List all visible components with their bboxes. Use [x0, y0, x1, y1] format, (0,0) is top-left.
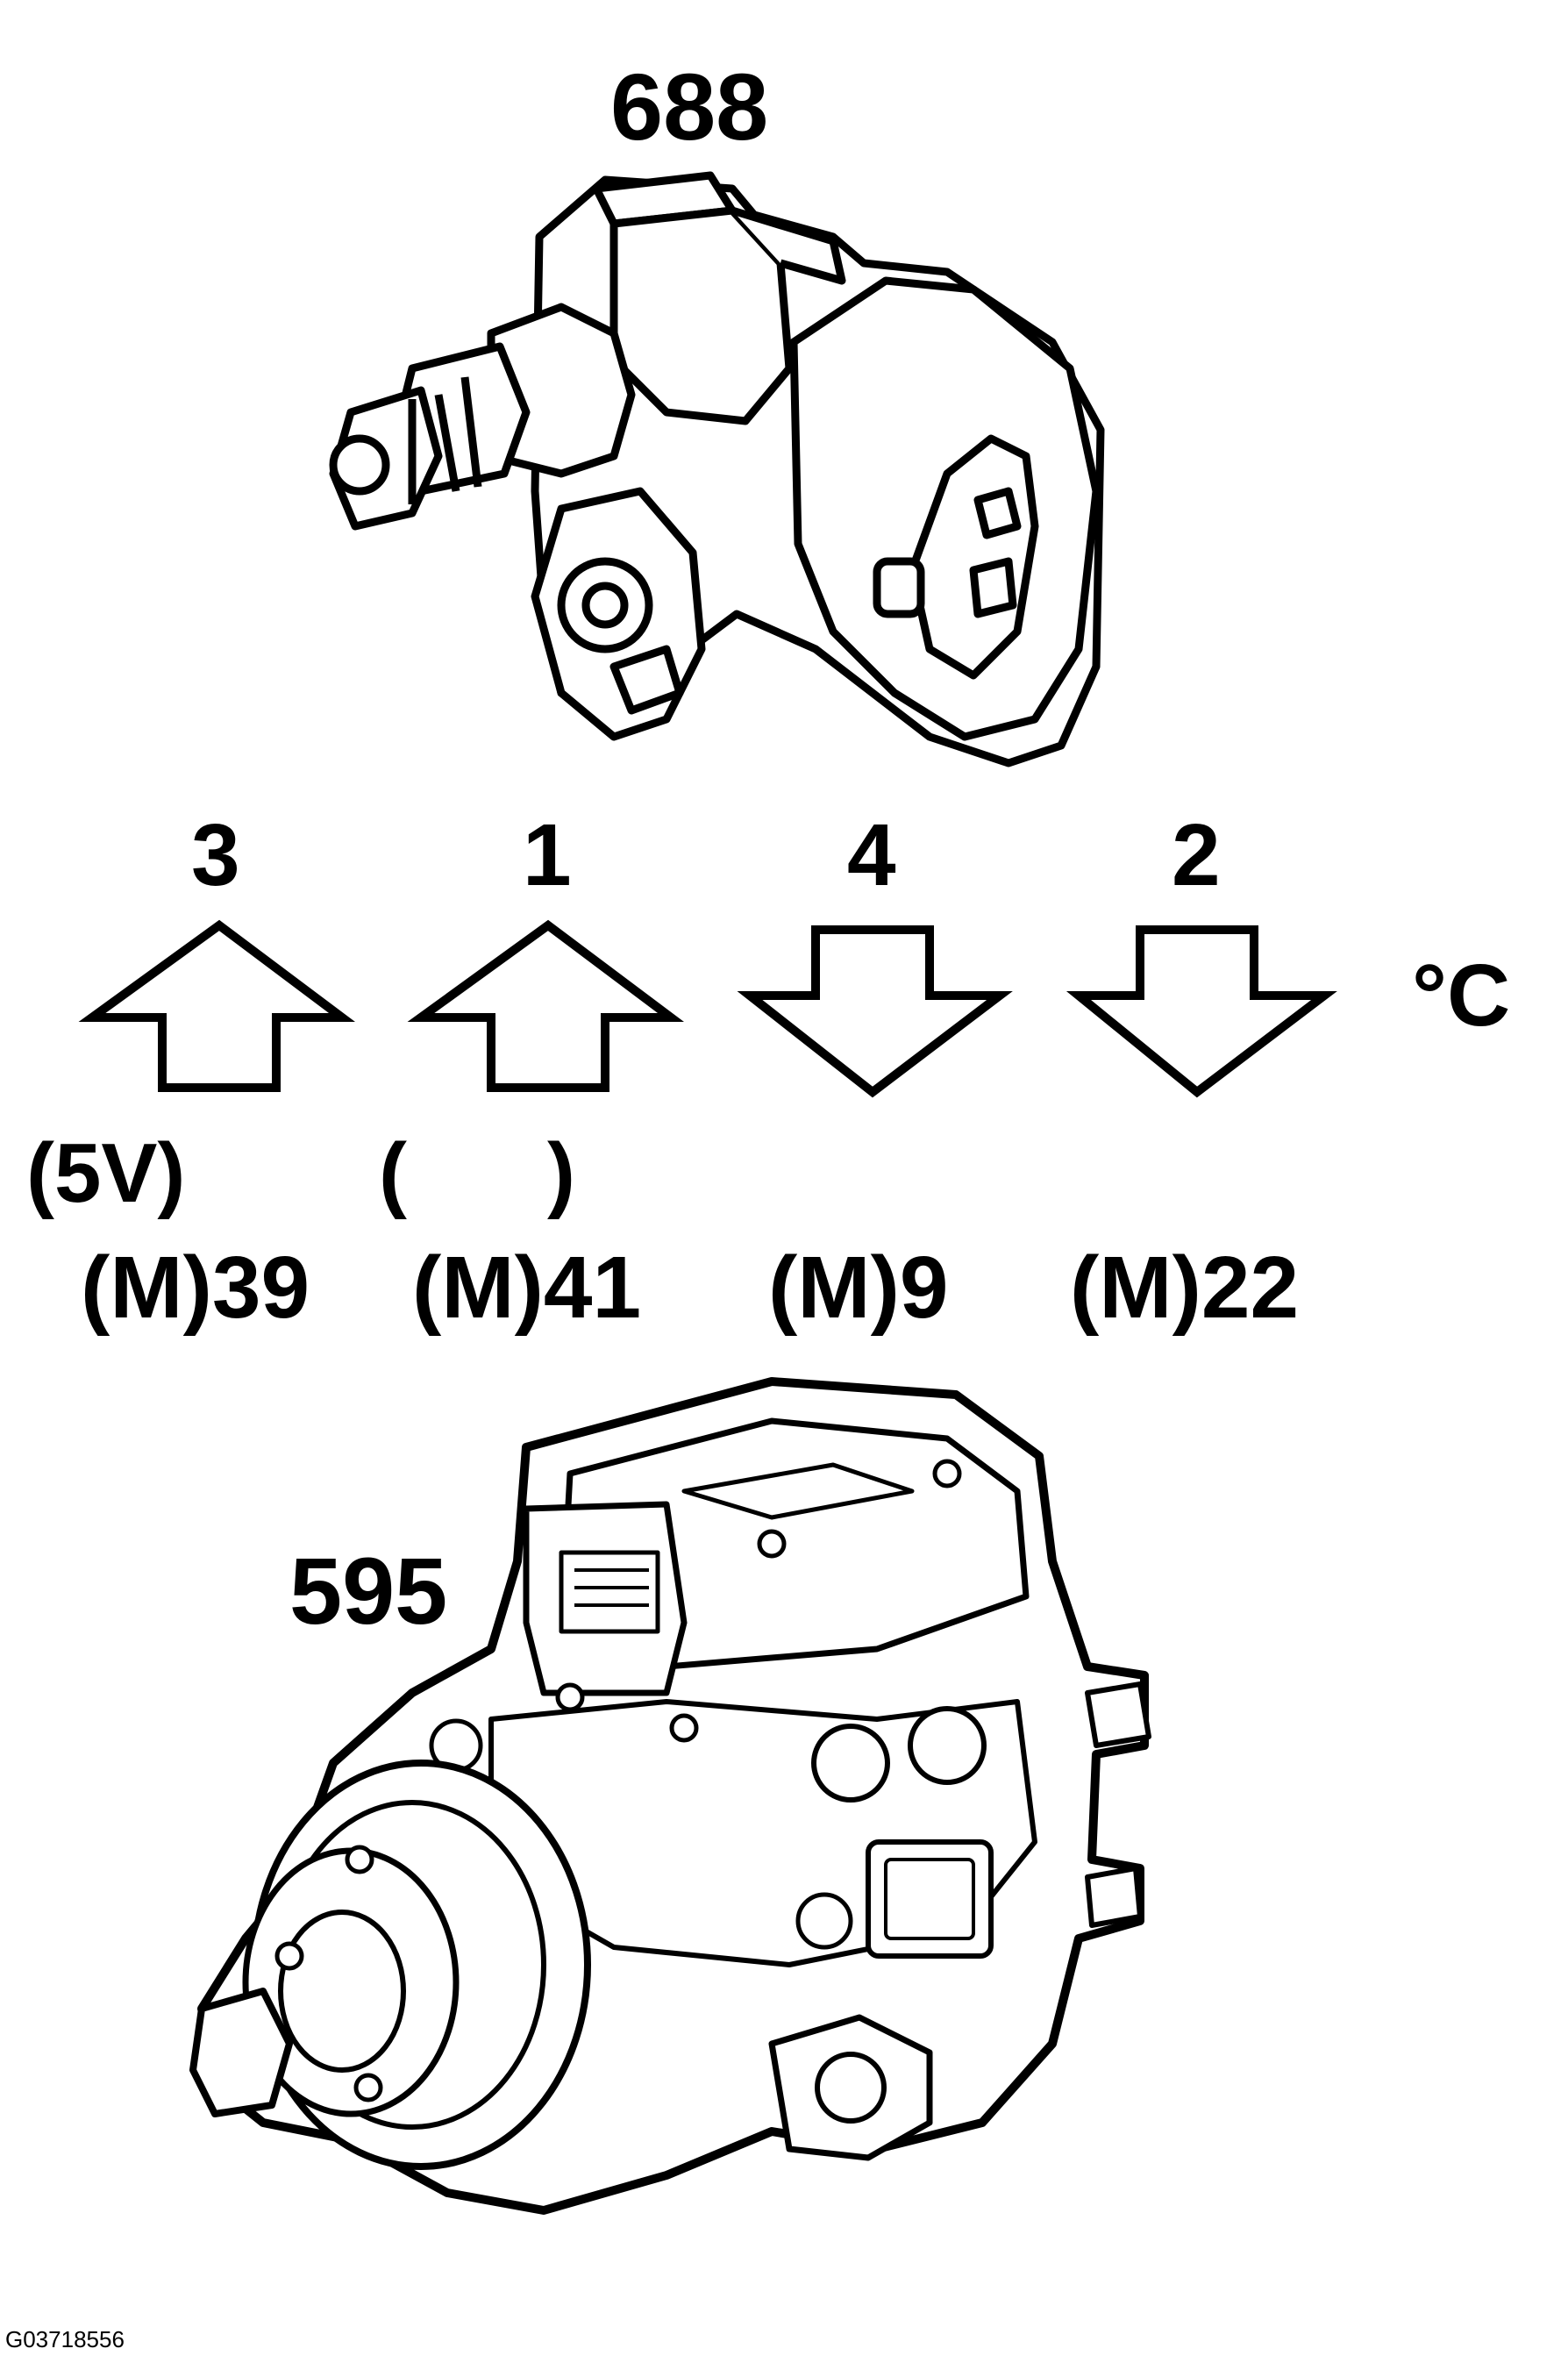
pin-number-label: 3: [191, 806, 240, 904]
temperature-unit-label: °C: [1412, 946, 1511, 1045]
arrow-down-icon: [1066, 925, 1337, 1098]
arrow-down-icon: [737, 925, 1013, 1098]
pin-number-label: 1: [523, 806, 572, 904]
ecm-terminal-label: (M)22: [1070, 1239, 1300, 1337]
injection-pump-drawing: [189, 1377, 1151, 2215]
pin-number-label: 4: [847, 806, 896, 904]
figure-id: G03718556: [5, 2326, 125, 2352]
voltage-label: (5V): [26, 1126, 186, 1220]
pin-number-label: 2: [1172, 806, 1221, 904]
fuel-temperature-sensor-drawing: [329, 171, 1105, 767]
voltage-label: ( ): [379, 1126, 575, 1220]
ecm-terminal-label: (M)9: [768, 1239, 949, 1337]
arrow-up-icon: [407, 919, 684, 1092]
arrow-up-icon: [78, 919, 355, 1092]
ecm-terminal-label: (M)39: [81, 1239, 310, 1337]
sensor-reference-number: 688: [610, 54, 769, 160]
signal-arrows: [78, 919, 1337, 1098]
pump-reference-number: 595: [289, 1538, 448, 1644]
ecm-terminal-label: (M)41: [412, 1239, 642, 1337]
